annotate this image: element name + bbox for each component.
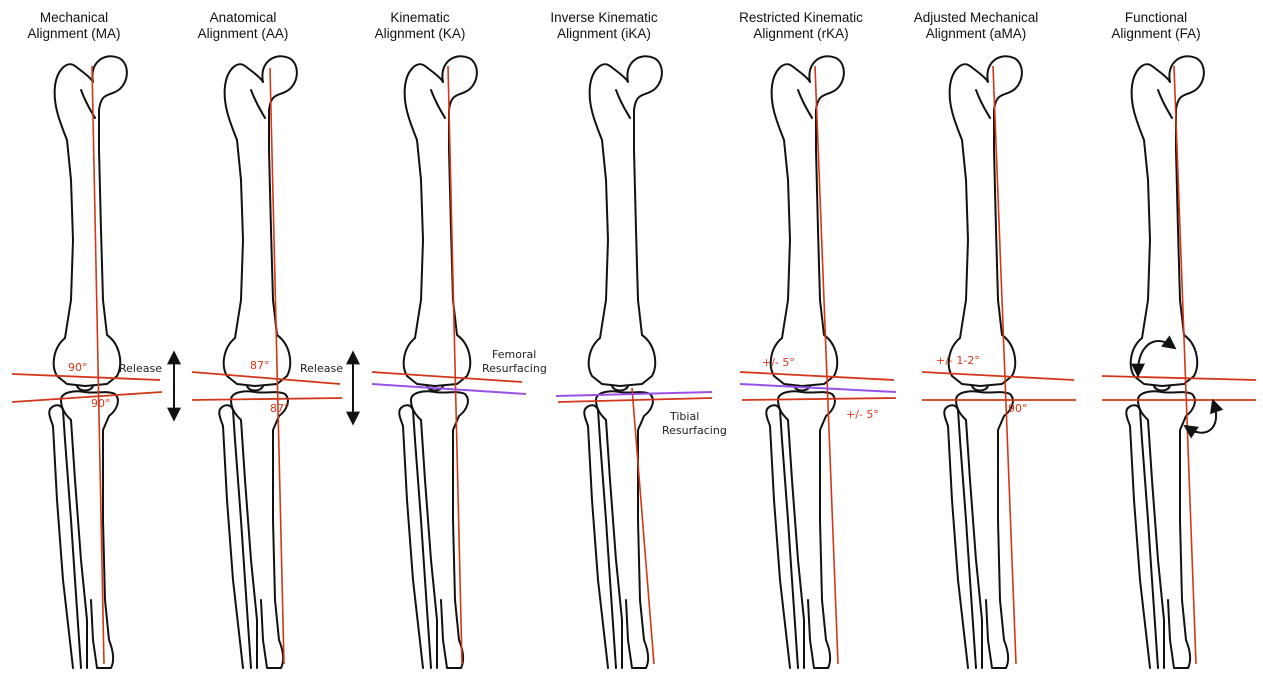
tibial-resurfacing-label-1: Tibial (669, 410, 699, 423)
femoral-cut-line (740, 372, 894, 380)
adjusted-mechanical-axis (993, 66, 1016, 664)
tibial-cut-line (558, 398, 712, 402)
tibial-cut-line (12, 392, 162, 402)
leg-mechanical (49, 56, 127, 668)
femur-angle-label: 90° (68, 361, 88, 374)
femoral-cut-line (1102, 376, 1256, 380)
mechanical-axis (92, 66, 104, 664)
femur-angle-label: +/- 5° (762, 356, 795, 369)
leg-inverse-kinematic (584, 56, 662, 668)
tibia-angle-label: +/- 5° (846, 408, 879, 421)
tibia-angle-label: 90° (91, 397, 111, 410)
restricted-kinematic-axis (815, 66, 838, 664)
release-label: Release (119, 362, 162, 375)
leg-kinematic (399, 56, 477, 668)
femur-angle-label: +/- 1-2° (936, 354, 980, 367)
femoral-cut-line (922, 372, 1074, 380)
femur-angle-label: 87° (250, 359, 270, 372)
tibial-cut-line (742, 398, 896, 400)
anatomical-axis (270, 68, 284, 664)
tibial-cut-line (192, 398, 342, 400)
release-label: Release (300, 362, 343, 375)
femoral-rotation-arrow-icon (1138, 341, 1172, 372)
femoral-resurfacing-label-2: Resurfacing (482, 362, 547, 375)
tibia-angle-label: 90° (1008, 402, 1028, 415)
femoral-resurfacing-label-1: Femoral (492, 348, 536, 361)
tibia-angle-label: 87° (270, 402, 290, 415)
tibial-resurfacing-label-2: Resurfacing (662, 424, 727, 437)
functional-axis (1174, 66, 1196, 664)
